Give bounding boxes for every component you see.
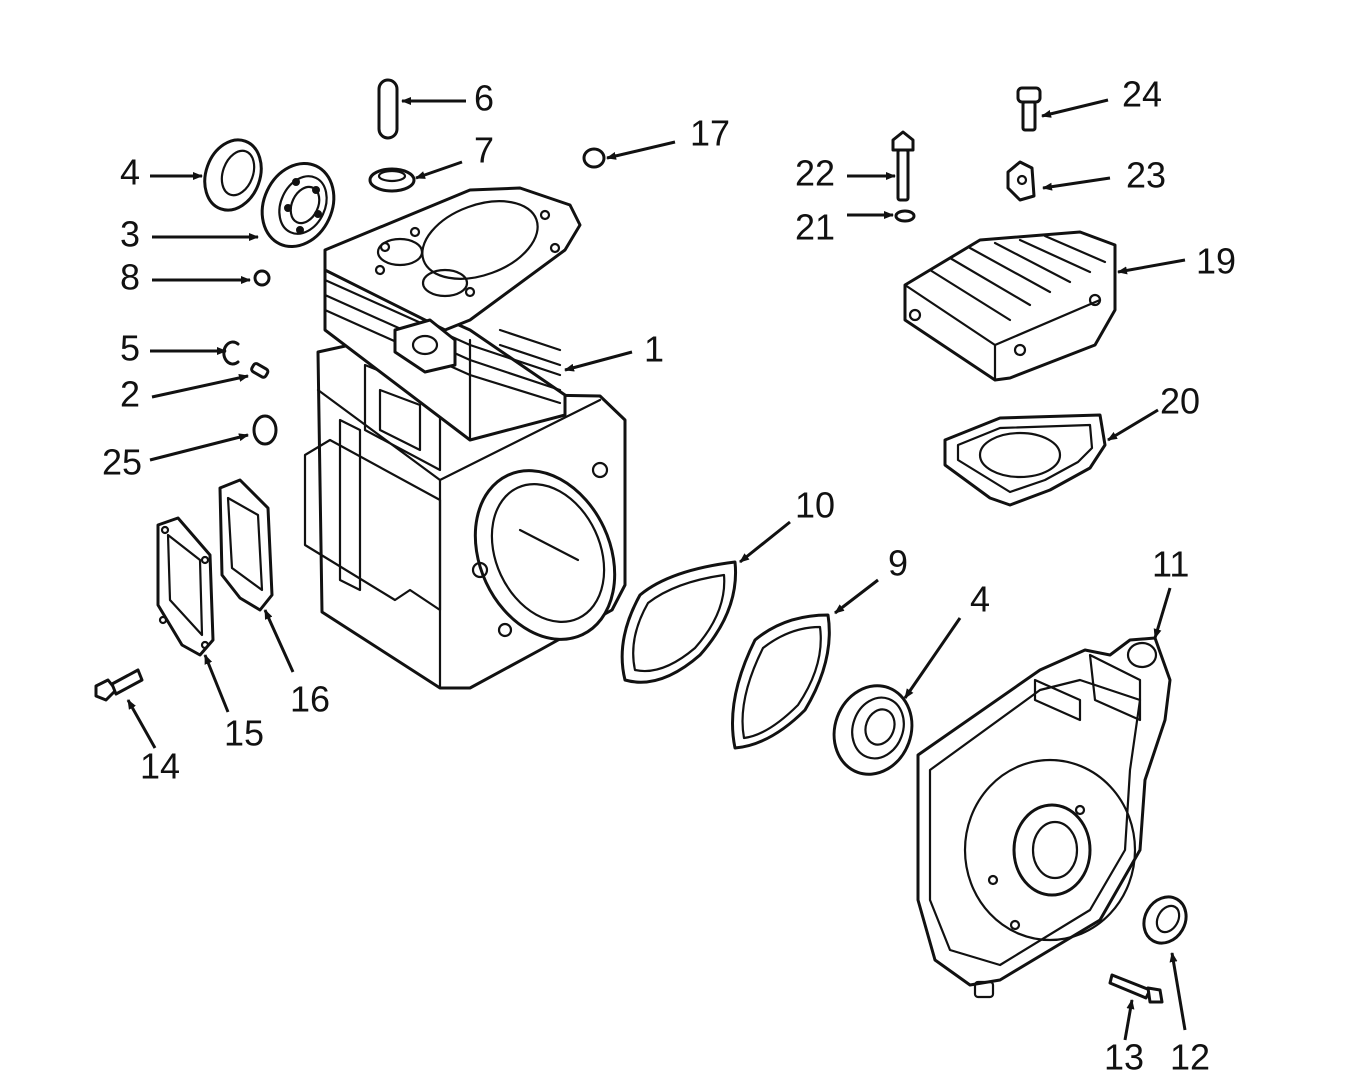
callout-17: 17 [690,113,730,154]
callout-11: 11 [1152,544,1189,585]
part-4-oil-seal-left [203,138,263,212]
callout-3: 3 [120,214,140,255]
callout-22: 22 [795,153,835,194]
part-12-oil-seal [1142,895,1188,945]
part-21-washer [894,209,916,223]
part-14-bolt [94,668,144,702]
part-22-bolt [891,130,915,202]
callout-13: 13 [1104,1037,1144,1078]
part-8-plug [253,269,271,287]
leader-1 [564,350,633,372]
leader-12 [1169,952,1187,1031]
part-11-bearing-plate [916,636,1172,999]
part-6-dowel-pin [377,78,399,140]
leader-20 [1107,408,1159,442]
callout-7: 7 [474,130,494,171]
leader-lines [126,97,1187,1041]
leader-7 [415,160,463,180]
part-4-bearing-right [832,684,914,776]
leader-24 [1041,98,1109,118]
callout-20: 20 [1160,381,1200,422]
leader-17 [606,140,676,160]
leader-10 [739,520,791,564]
part-5-retaining-ring [222,340,240,366]
part-2-pin [250,362,270,379]
leader-2 [151,374,249,399]
part-24-screw [1016,86,1042,132]
callout-15: 15 [224,713,264,754]
part-3-ball-bearing [260,161,336,249]
part-20-head-gasket [943,413,1107,507]
callout-1: 1 [644,329,664,370]
part-13-bolt [1108,973,1164,1004]
leader-4b [903,617,962,699]
part-1-cylinder-block [303,186,627,690]
part-10-gasket [620,560,738,684]
leader-13 [1123,999,1135,1041]
part-9-gasket [731,613,831,750]
callout-2: 2 [120,374,140,415]
callout-21: 21 [795,207,835,248]
callout-5: 5 [120,328,140,369]
part-16-gasket [218,478,274,612]
callout-6: 6 [474,78,494,119]
leader-11 [1153,587,1172,639]
part-19-cylinder-head [903,230,1117,382]
callout-10: 10 [795,485,835,526]
leader-19 [1117,258,1186,275]
leader-14 [126,699,157,749]
callout-4-left: 4 [120,152,140,193]
callout-12: 12 [1170,1037,1210,1078]
leader-25 [149,433,249,462]
part-7-seal-ring [368,167,416,193]
part-15-cover [156,516,215,657]
callout-19: 19 [1196,241,1236,282]
leader-9 [834,578,879,615]
part-25-cup-plug [252,414,278,446]
part-23-bracket [1006,160,1036,202]
callout-25: 25 [102,442,142,483]
callout-labels: 1 2 3 4 4 5 6 7 8 9 10 11 12 13 14 15 16… [102,74,1236,1078]
leader-15 [203,654,230,713]
leader-16 [263,609,295,673]
leader-23 [1042,176,1111,191]
callout-4-right: 4 [970,579,990,620]
callout-16: 16 [290,679,330,720]
callout-23: 23 [1126,155,1166,196]
part-17-plug [582,147,606,169]
callout-24: 24 [1122,74,1162,115]
callout-8: 8 [120,257,140,298]
callout-14: 14 [140,746,180,787]
callout-9: 9 [888,543,908,584]
